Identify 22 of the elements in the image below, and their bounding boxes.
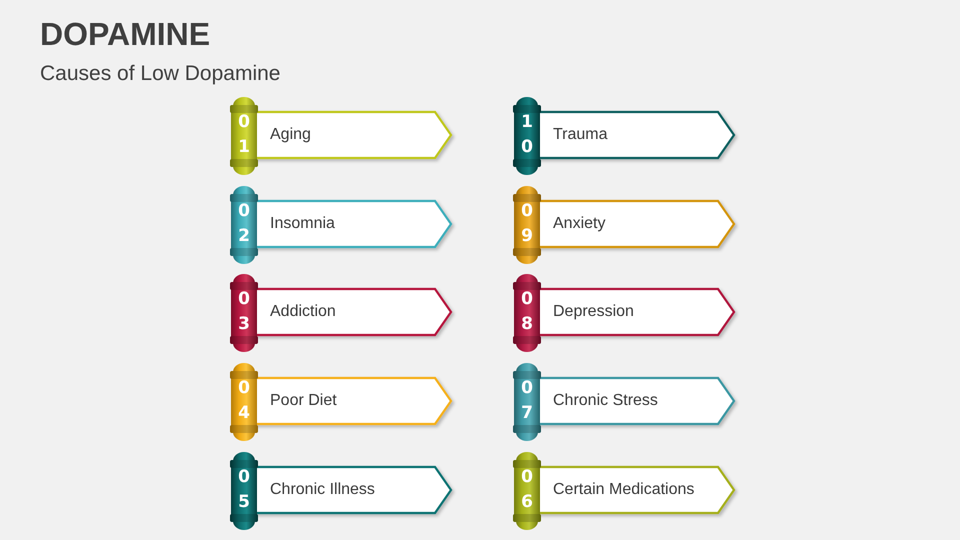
cause-label: Addiction [270,302,336,322]
cause-label: Certain Medications [553,480,694,500]
page-title: DOPAMINE [40,15,210,53]
cause-label: Chronic Stress [553,391,658,412]
step-number: 01 [238,111,250,159]
step-number: 02 [238,200,250,248]
step-number: 03 [238,288,250,336]
cause-label: Trauma [553,125,608,145]
cause-label: Depression [553,302,634,322]
step-number: 07 [521,377,533,426]
step-number: 08 [521,288,533,336]
page-subtitle: Causes of Low Dopamine [40,61,280,86]
step-number: 06 [521,466,533,514]
cause-label: Poor Diet [270,391,337,412]
cause-label: Aging [270,125,311,145]
step-number: 04 [238,377,250,426]
cause-label: Insomnia [270,214,335,234]
step-number: 09 [521,200,533,248]
cause-label: Anxiety [553,214,606,234]
step-number: 10 [521,111,533,159]
step-number: 05 [238,466,250,514]
cause-label: Chronic Illness [270,480,375,500]
